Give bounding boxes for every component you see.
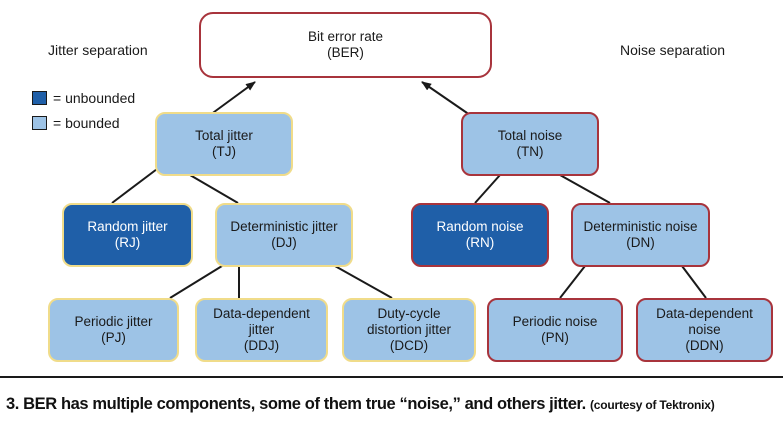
node-ddn-label: Data-dependent noise <box>656 306 753 337</box>
node-deterministic-jitter: Deterministic jitter (DJ) <box>215 203 353 267</box>
node-random-noise: Random noise (RN) <box>411 203 549 267</box>
node-dj-abbr: (DJ) <box>271 235 297 250</box>
node-tj-label: Total jitter <box>195 128 253 143</box>
node-dj-label: Deterministic jitter <box>230 219 338 234</box>
node-data-dependent-jitter: Data-dependent jitter (DDJ) <box>195 298 328 362</box>
node-pj-abbr: (PJ) <box>101 330 126 345</box>
node-rn-label: Random noise <box>436 219 524 234</box>
connector-tj-ber <box>209 81 256 116</box>
node-tn-abbr: (TN) <box>516 144 544 159</box>
connector-dj-dcd <box>334 265 393 299</box>
node-rj-label: Random jitter <box>87 219 168 234</box>
legend-bounded: = bounded <box>32 115 120 131</box>
connector-tj-dj <box>189 174 239 204</box>
legend-unbounded: = unbounded <box>32 90 135 106</box>
node-ber: Bit error rate (BER) <box>199 12 492 78</box>
node-dn-abbr: (DN) <box>626 235 655 250</box>
node-ber-label: Bit error rate <box>307 29 384 44</box>
noise-separation-label: Noise separation <box>620 42 726 58</box>
node-total-jitter: Total jitter (TJ) <box>155 112 293 176</box>
bounded-swatch <box>32 116 47 130</box>
connector-tn-dn <box>559 174 611 204</box>
node-pn-label: Periodic noise <box>512 314 598 329</box>
node-tj-abbr: (TJ) <box>212 144 236 159</box>
jitter-separation-label: Jitter separation <box>48 42 148 58</box>
legend-unbounded-label: = unbounded <box>53 90 136 106</box>
node-total-noise: Total noise (TN) <box>461 112 599 176</box>
node-pn-abbr: (PN) <box>541 330 569 345</box>
node-random-jitter: Random jitter (RJ) <box>62 203 193 267</box>
figure-caption: 3. BER has multiple components, some of … <box>6 395 715 414</box>
caption-divider <box>0 376 783 378</box>
node-dn-label: Deterministic noise <box>583 219 698 234</box>
node-ddn-abbr: (DDN) <box>685 338 724 353</box>
node-duty-cycle-distortion-jitter: Duty-cycle distortion jitter (DCD) <box>342 298 476 362</box>
node-rn-abbr: (RN) <box>465 235 495 250</box>
legend-bounded-label: = bounded <box>53 115 120 131</box>
connector-dj-pj <box>169 265 223 299</box>
figure-caption-credit: (courtesy of Tektronix) <box>590 398 715 412</box>
node-data-dependent-noise: Data-dependent noise (DDN) <box>636 298 773 362</box>
connector-dn-ddn <box>681 265 707 299</box>
node-tn-label: Total noise <box>497 128 563 143</box>
node-rj-abbr: (RJ) <box>114 235 141 250</box>
node-ddj-abbr: (DDJ) <box>243 338 280 353</box>
node-periodic-jitter: Periodic jitter (PJ) <box>48 298 179 362</box>
node-dcd-abbr: (DCD) <box>389 338 429 353</box>
connector-tn-rn <box>474 174 501 204</box>
node-deterministic-noise: Deterministic noise (DN) <box>571 203 710 267</box>
unbounded-swatch <box>32 91 47 105</box>
connector-tn-ber <box>421 81 471 116</box>
node-pj-label: Periodic jitter <box>74 314 153 329</box>
figure-caption-text: 3. BER has multiple components, some of … <box>6 395 586 413</box>
node-ber-abbr: (BER) <box>327 45 364 60</box>
node-dcd-label: Duty-cycle distortion jitter <box>366 306 452 337</box>
node-ddj-label: Data-dependent jitter <box>213 306 310 337</box>
node-periodic-noise: Periodic noise (PN) <box>487 298 623 362</box>
connector-dn-pn <box>559 265 586 299</box>
